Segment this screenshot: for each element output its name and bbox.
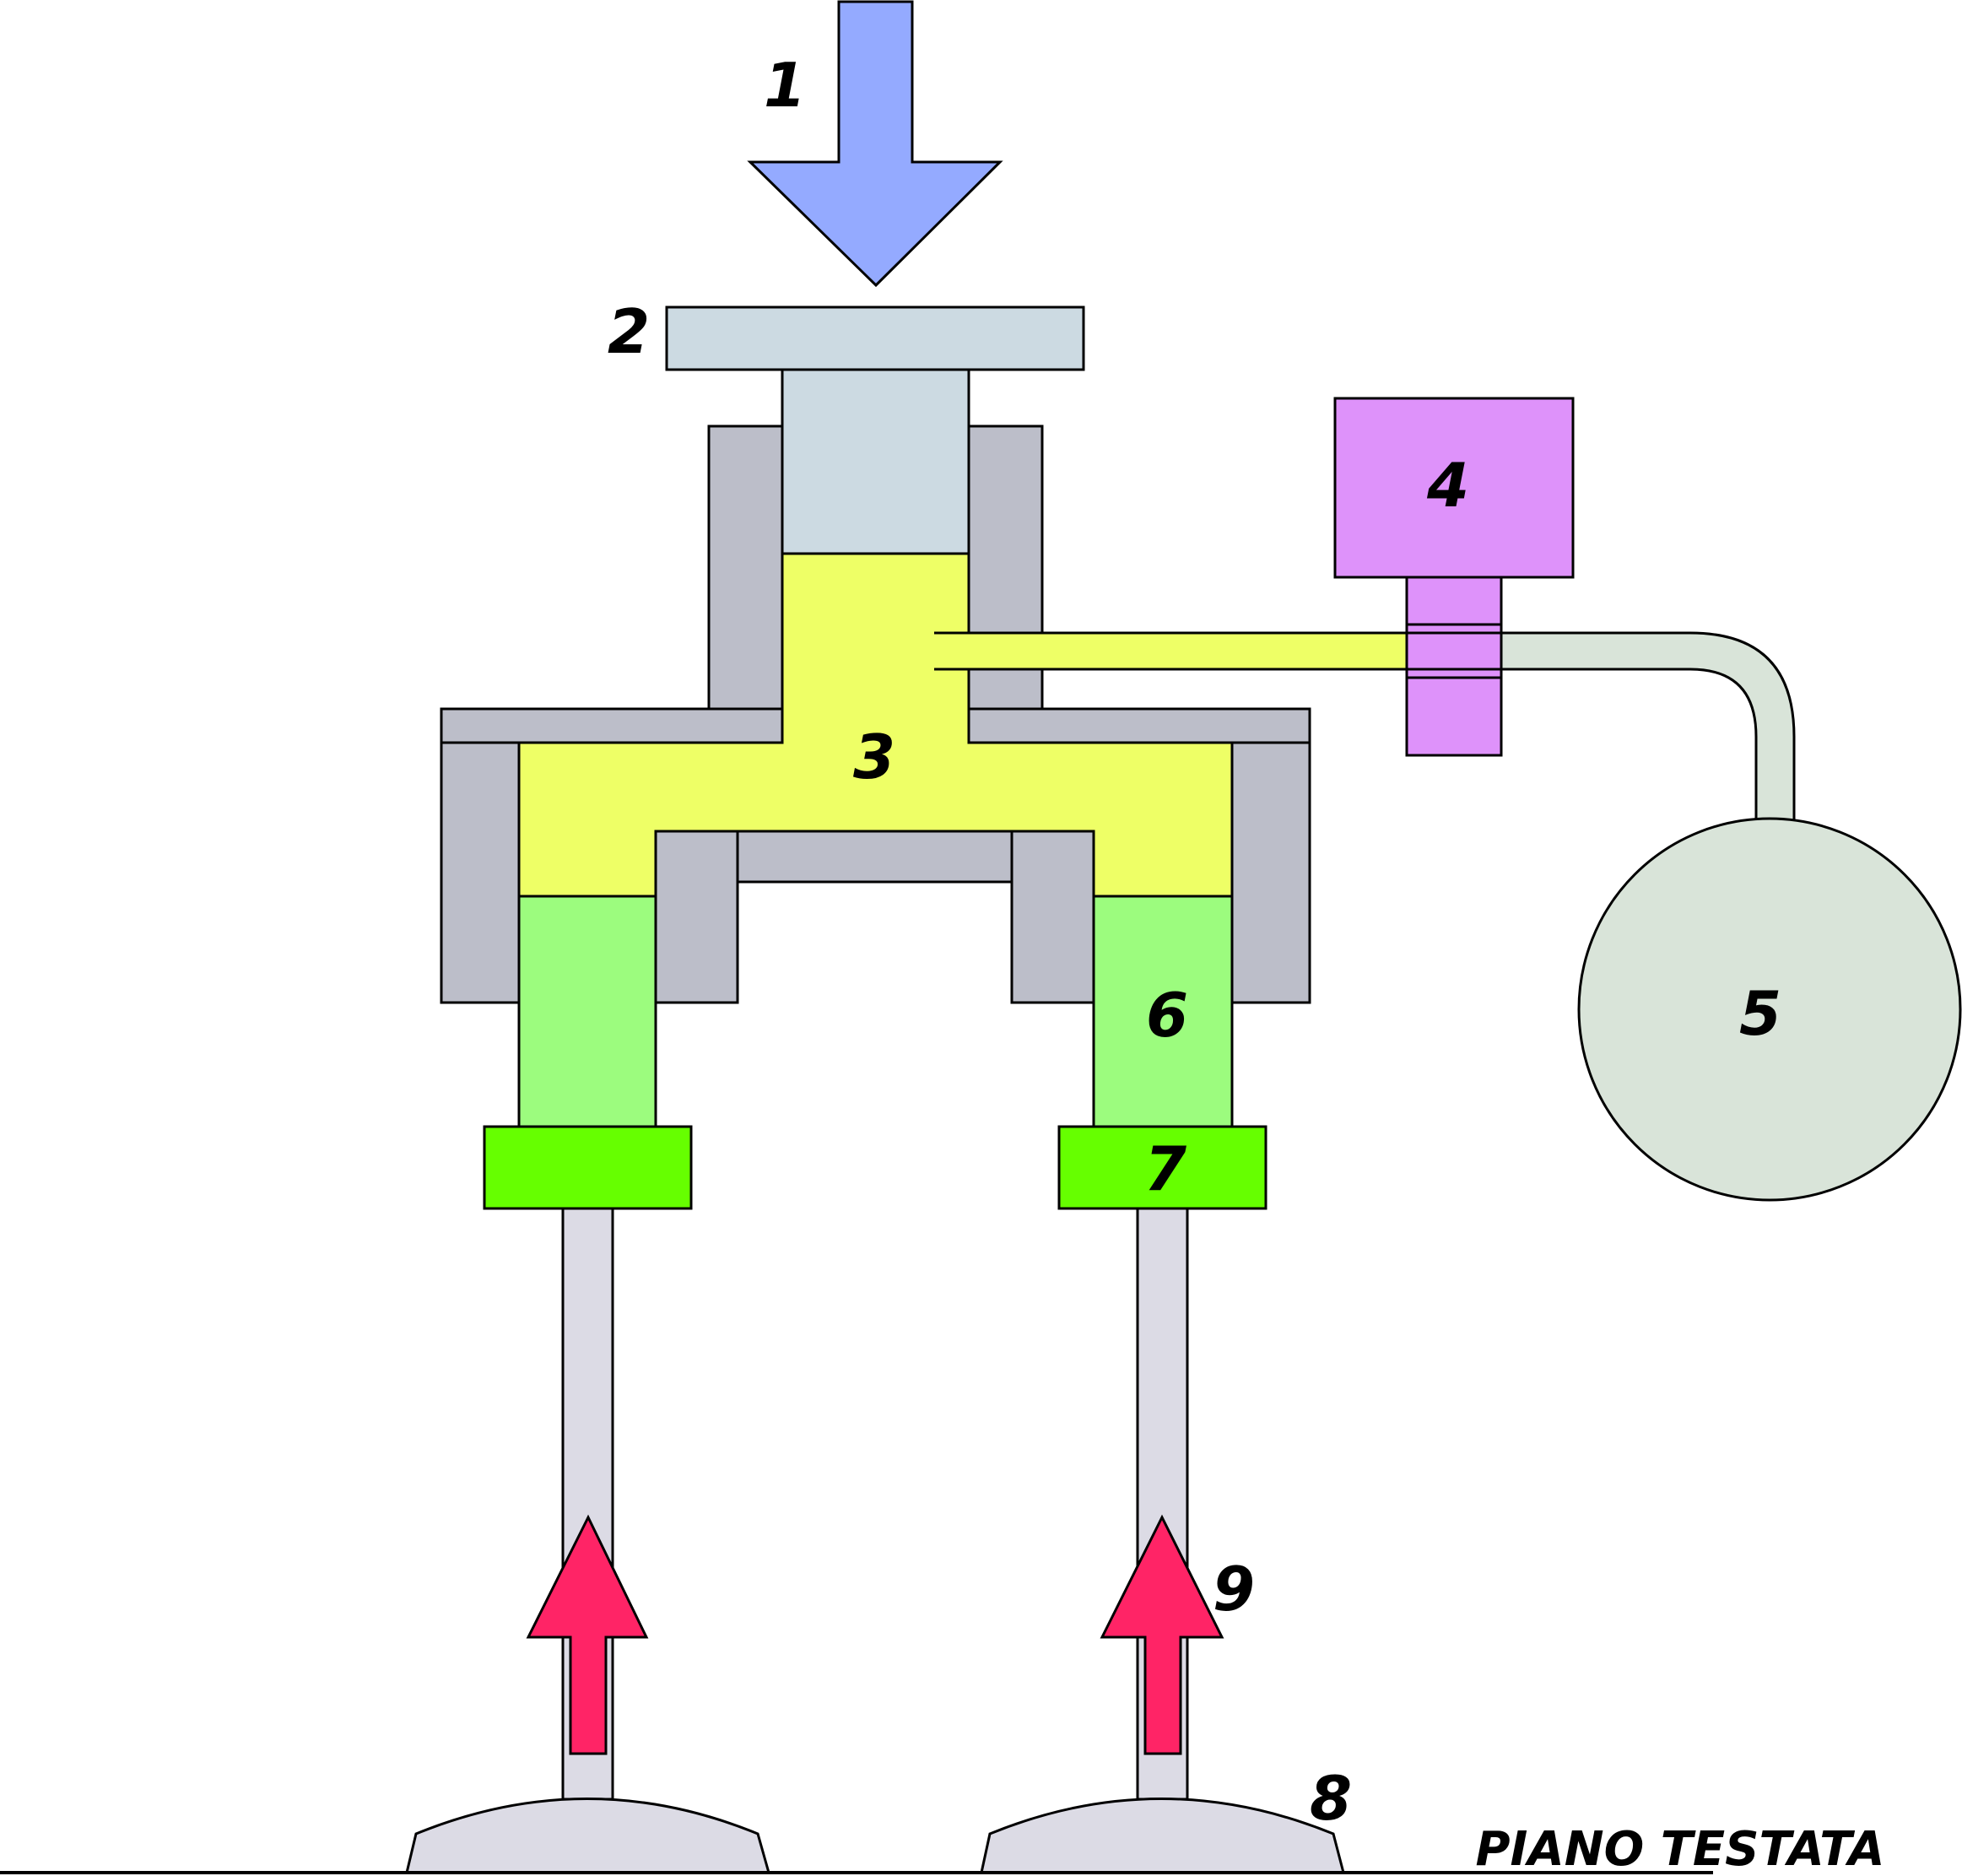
pump-housing-left-wall (707, 424, 784, 711)
oil-chamber (517, 552, 1234, 898)
main-housing-top-right (967, 707, 1311, 744)
accumulator-tube (1500, 631, 1796, 824)
valve-lift-arrow-right (1100, 1514, 1224, 1755)
slave-piston-left (517, 895, 657, 1128)
label-8: 8 (1310, 1763, 1352, 1834)
oil-line (934, 633, 1407, 669)
input-force-arrow (747, 0, 1003, 288)
pump-piston-cap (665, 305, 1085, 371)
label-3: 3 (853, 722, 895, 792)
label-4: 4 (1426, 450, 1469, 521)
accumulator (1577, 817, 1962, 1202)
label-5: 5 (1739, 978, 1781, 1049)
main-housing-inner-left (654, 830, 739, 1004)
main-housing-center-bridge (736, 830, 1013, 884)
main-housing-outer-right (1230, 741, 1311, 1004)
main-housing-top-left (440, 707, 784, 744)
valve-head-right (980, 1798, 1345, 1874)
main-housing-outer-left (440, 741, 521, 1004)
pump-piston-rod (781, 368, 970, 555)
solenoid-actuator-stem (1405, 576, 1503, 757)
tappet-right (1057, 1125, 1267, 1210)
label-7: 7 (1144, 1133, 1186, 1204)
valve-lift-arrow-left (526, 1514, 649, 1755)
label-6: 6 (1146, 980, 1188, 1051)
main-housing-inner-right (1010, 830, 1095, 1004)
label-9: 9 (1213, 1554, 1255, 1625)
slave-piston-right (1092, 895, 1234, 1128)
tappet-left (483, 1125, 693, 1210)
label-2: 2 (608, 296, 650, 367)
piano-testata-label: PIANO TESTATA (1476, 1822, 1885, 1876)
label-1: 1 (764, 50, 806, 121)
valve-head-left (405, 1798, 770, 1874)
